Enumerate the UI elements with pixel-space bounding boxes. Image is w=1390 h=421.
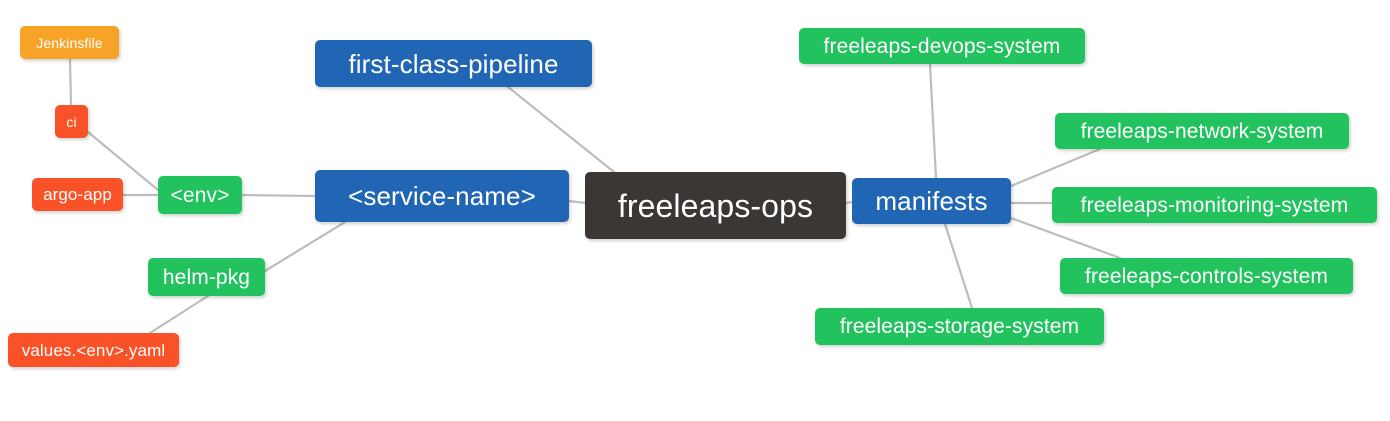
node-label: argo-app [43, 185, 112, 204]
node-manifests[interactable]: manifests [852, 178, 1011, 224]
node-label: manifests [875, 186, 988, 216]
node-service-name[interactable]: <service-name> [315, 170, 569, 222]
node-label: <env> [170, 183, 230, 207]
node-values-env-yaml[interactable]: values.<env>.yaml [8, 333, 179, 367]
node-first-class-pipeline[interactable]: first-class-pipeline [315, 40, 592, 87]
node-label: freeleaps-controls-system [1085, 264, 1328, 288]
edge-manifests-controls [1009, 216, 1122, 260]
node-env[interactable]: <env> [158, 176, 242, 214]
edge-manifests-network [1009, 147, 1102, 188]
edge-manifests-storage [943, 222, 974, 310]
node-label: <service-name> [348, 181, 536, 211]
edge-jenkinsfile-ci [68, 57, 73, 107]
node-label: Jenkinsfile [36, 34, 103, 51]
node-label: ci [66, 113, 77, 130]
node-freeleaps-network-system[interactable]: freeleaps-network-system [1055, 113, 1349, 149]
node-label: freeleaps-monitoring-system [1080, 193, 1349, 217]
node-freeleaps-controls-system[interactable]: freeleaps-controls-system [1060, 258, 1353, 294]
edge-firstclass-ops [506, 85, 616, 174]
edge-values-helm [148, 294, 210, 335]
node-label: helm-pkg [162, 265, 251, 289]
node-freeleaps-devops-system[interactable]: freeleaps-devops-system [799, 28, 1085, 64]
node-freeleaps-storage-system[interactable]: freeleaps-storage-system [815, 308, 1104, 345]
edge-env-service-name [240, 193, 317, 198]
node-label: values.<env>.yaml [21, 340, 166, 360]
edge-service-name-ops [567, 199, 587, 205]
node-argo-app[interactable]: argo-app [32, 178, 123, 211]
node-label: freeleaps-ops [617, 187, 814, 224]
node-helm-pkg[interactable]: helm-pkg [148, 258, 265, 296]
edge-manifests-devops [928, 62, 938, 180]
node-label: first-class-pipeline [348, 48, 559, 79]
node-ci[interactable]: ci [55, 105, 88, 138]
edge-helm-service-name [263, 220, 347, 273]
node-jenkinsfile[interactable]: Jenkinsfile [20, 26, 119, 59]
node-label: freeleaps-devops-system [823, 34, 1061, 58]
node-freeleaps-ops[interactable]: freeleaps-ops [585, 172, 846, 239]
node-label: freeleaps-network-system [1080, 119, 1324, 143]
node-label: freeleaps-storage-system [839, 315, 1080, 338]
node-freeleaps-monitoring-system[interactable]: freeleaps-monitoring-system [1052, 187, 1377, 223]
